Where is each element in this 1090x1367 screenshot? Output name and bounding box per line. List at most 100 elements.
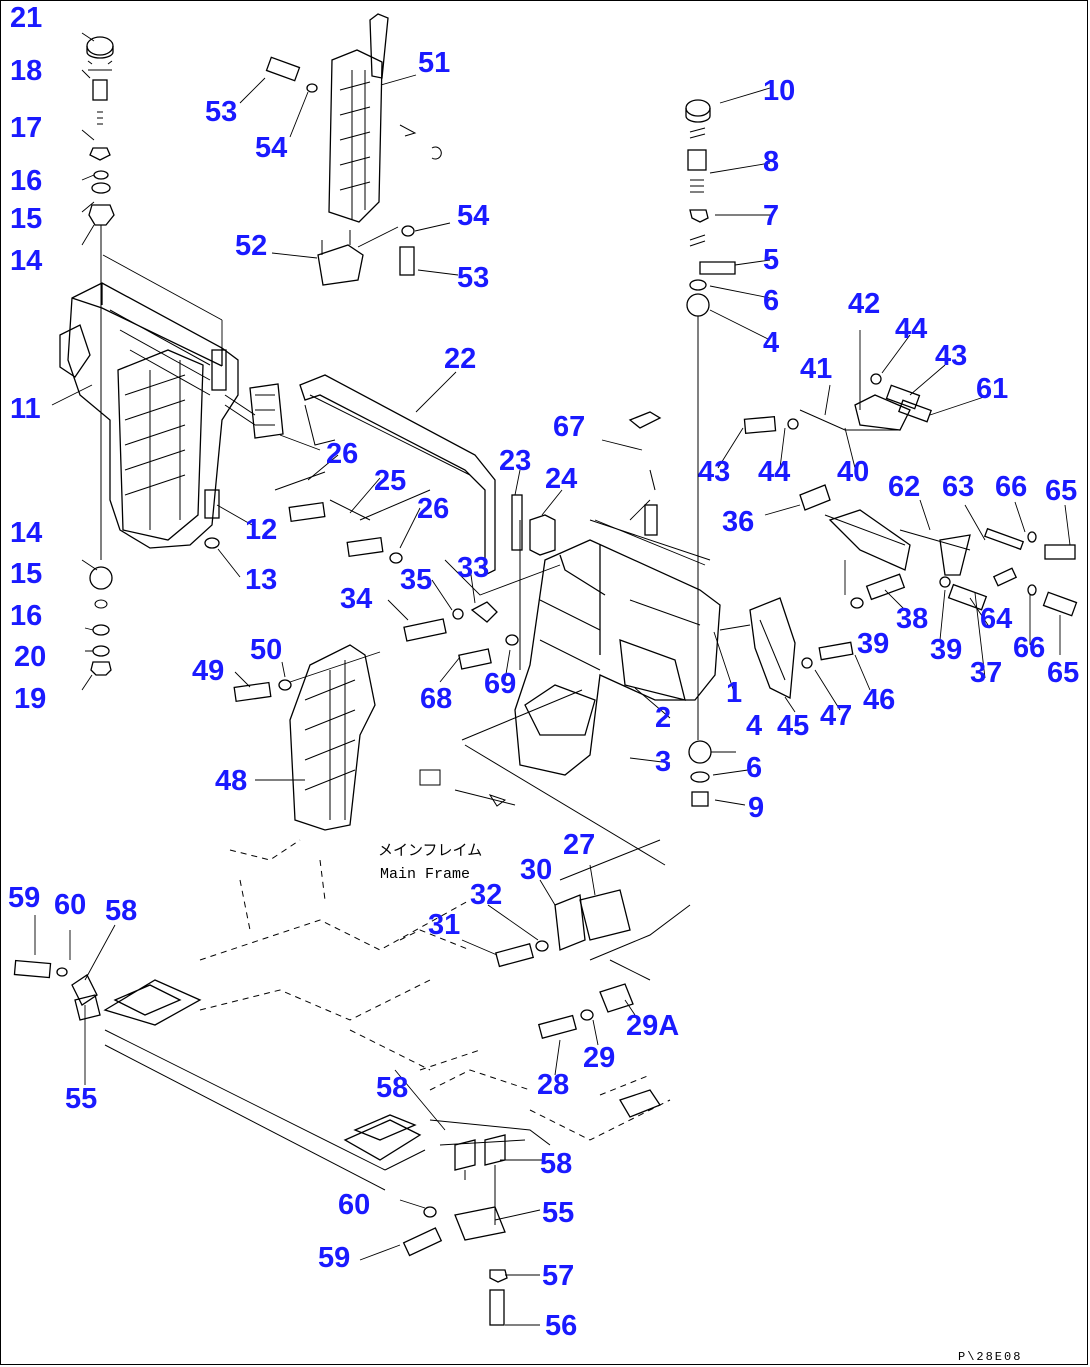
callout-60b: 60 xyxy=(338,1189,370,1221)
callout-22: 22 xyxy=(444,343,476,375)
right-mount-stack xyxy=(685,99,736,807)
callout-50: 50 xyxy=(250,634,282,666)
callout-58b: 58 xyxy=(376,1072,408,1104)
callout-20: 20 xyxy=(14,641,46,673)
callout-27: 27 xyxy=(563,829,595,861)
callout-64: 64 xyxy=(980,603,1012,635)
callout-37: 37 xyxy=(970,657,1002,689)
callout-44b: 44 xyxy=(758,456,790,488)
callout-60: 60 xyxy=(54,889,86,921)
callout-26: 26 xyxy=(326,438,358,470)
callout-4b: 4 xyxy=(746,710,762,742)
callout-17: 17 xyxy=(10,112,42,144)
callout-48: 48 xyxy=(215,765,247,797)
callout-44: 44 xyxy=(895,313,927,345)
callout-55: 55 xyxy=(65,1083,97,1115)
callout-10: 10 xyxy=(763,75,795,107)
callout-39: 39 xyxy=(857,628,889,660)
callout-3: 3 xyxy=(655,746,671,778)
left-bracket-11 xyxy=(59,254,256,549)
callout-53b: 53 xyxy=(457,262,489,294)
callout-41: 41 xyxy=(800,353,832,385)
callout-65: 65 xyxy=(1045,475,1077,507)
callout-51: 51 xyxy=(418,47,450,79)
callout-42: 42 xyxy=(848,288,880,320)
right-linkage xyxy=(719,370,1078,700)
frame-note-jp: メインフレイム xyxy=(378,843,482,860)
callout-58c: 58 xyxy=(540,1148,572,1180)
callout-1: 1 xyxy=(726,677,742,709)
callout-2: 2 xyxy=(655,702,671,734)
callout-25: 25 xyxy=(374,465,406,497)
callout-35: 35 xyxy=(400,564,432,596)
callout-66b: 66 xyxy=(1013,632,1045,664)
callout-68: 68 xyxy=(420,683,452,715)
callout-57: 57 xyxy=(542,1260,574,1292)
callout-61: 61 xyxy=(976,373,1008,405)
callout-38: 38 xyxy=(896,603,928,635)
callout-46: 46 xyxy=(863,684,895,716)
callout-23: 23 xyxy=(499,445,531,477)
callout-24: 24 xyxy=(545,463,577,495)
callout-18: 18 xyxy=(10,55,42,87)
callout-7: 7 xyxy=(763,200,779,232)
callout-9: 9 xyxy=(748,792,764,824)
upper-guard-22 xyxy=(249,374,496,577)
callout-29A: 29A xyxy=(626,1010,679,1042)
callout-15b: 15 xyxy=(10,558,42,590)
callout-19: 19 xyxy=(14,683,46,715)
callout-47: 47 xyxy=(820,700,852,732)
center-frame-1 xyxy=(514,499,721,776)
callout-45: 45 xyxy=(777,710,809,742)
callout-labels: 21 18 17 16 15 14 11 14 15 16 20 19 53 5… xyxy=(8,2,1079,1342)
callout-67: 67 xyxy=(553,411,585,443)
callout-53: 53 xyxy=(205,96,237,128)
center-small-parts xyxy=(204,411,662,670)
callout-26b: 26 xyxy=(417,493,449,525)
leader-lines xyxy=(34,32,1071,1326)
callout-16b: 16 xyxy=(10,600,42,632)
callout-6: 6 xyxy=(763,285,779,317)
callout-69: 69 xyxy=(484,668,516,700)
callout-39b: 39 xyxy=(930,634,962,666)
drawing-code: P\28E08 xyxy=(958,1350,1022,1364)
callout-56: 56 xyxy=(545,1310,577,1342)
callout-31: 31 xyxy=(428,909,460,941)
callout-29: 29 xyxy=(583,1042,615,1074)
callout-12: 12 xyxy=(245,514,277,546)
callout-14b: 14 xyxy=(10,517,42,549)
callout-36: 36 xyxy=(722,506,754,538)
callout-21: 21 xyxy=(10,2,42,34)
frame-note-en: Main Frame xyxy=(380,866,470,883)
callout-13: 13 xyxy=(245,564,277,596)
callout-8: 8 xyxy=(763,146,779,178)
callout-15: 15 xyxy=(10,203,42,235)
callout-59: 59 xyxy=(8,882,40,914)
callout-58: 58 xyxy=(105,895,137,927)
callout-34: 34 xyxy=(340,583,372,615)
callout-40: 40 xyxy=(837,456,869,488)
left-mount-stack xyxy=(86,36,115,676)
callout-55b: 55 xyxy=(542,1197,574,1229)
callout-30: 30 xyxy=(520,854,552,886)
callout-43b: 43 xyxy=(698,456,730,488)
callout-33: 33 xyxy=(457,552,489,584)
callout-14: 14 xyxy=(10,245,42,277)
callout-32: 32 xyxy=(470,879,502,911)
callout-4: 4 xyxy=(763,327,779,359)
callout-52: 52 xyxy=(235,230,267,262)
callout-5: 5 xyxy=(763,244,779,276)
callout-11: 11 xyxy=(10,393,41,425)
callout-6b: 6 xyxy=(746,752,762,784)
callout-65b: 65 xyxy=(1047,657,1079,689)
callout-49: 49 xyxy=(192,655,224,687)
top-bracket-51 xyxy=(265,13,442,286)
callout-43: 43 xyxy=(935,340,967,372)
callout-54b: 54 xyxy=(457,200,489,232)
left-lower-bracket-48 xyxy=(233,644,381,831)
callout-66: 66 xyxy=(995,471,1027,503)
callout-28: 28 xyxy=(537,1069,569,1101)
callout-54: 54 xyxy=(255,132,287,164)
